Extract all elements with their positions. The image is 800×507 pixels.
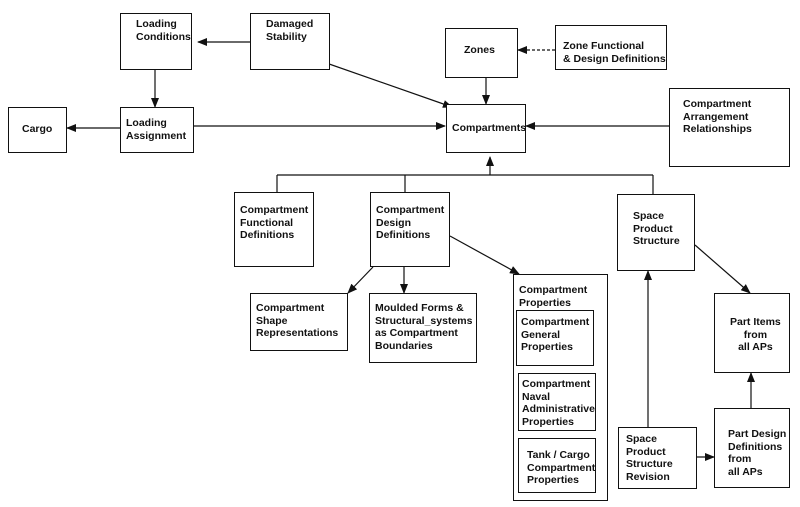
node-compartment-properties-label: Compartment Properties [519, 284, 588, 309]
node-space-product-revision-label: Space Product Structure Revision [626, 433, 673, 483]
node-compartment-shape-box [250, 293, 348, 351]
node-compartments-label: Compartments [452, 122, 527, 134]
node-compartment-design-box [370, 192, 450, 267]
node-zones-label: Zones [464, 44, 495, 56]
node-loading-assignment-box [120, 107, 194, 153]
node-zone-functional-box [555, 25, 667, 70]
arrow-design-to-properties [449, 235, 520, 275]
node-compartments-box [446, 104, 526, 153]
node-damaged-stability-box [250, 13, 330, 70]
node-loading-conditions-box [120, 13, 192, 70]
node-naval-admin-properties-box [518, 373, 596, 431]
node-part-items-label: Part Items from all APs [730, 316, 781, 353]
node-compartment-design-label: Compartment Design Definitions [376, 204, 445, 241]
node-compartment-arrangement-label: Compartment Arrangement Relationships [683, 98, 752, 135]
node-loading-assignment-label: Loading Assignment [126, 117, 187, 142]
node-part-items-box [714, 293, 790, 373]
node-zone-functional-label: Zone Functional & Design Definitions [563, 40, 666, 65]
node-cargo-label: Cargo [22, 123, 53, 135]
node-compartment-arrangement-box [669, 88, 790, 167]
node-tank-cargo-properties-label: Tank / Cargo Compartment Properties [527, 449, 596, 486]
node-cargo-box [8, 107, 67, 153]
node-part-design-definitions-label: Part Design Definitions from all APs [728, 428, 787, 478]
node-compartment-functional-label: Compartment Functional Definitions [240, 204, 309, 241]
node-loading-conditions-label: Loading Conditions [136, 18, 191, 43]
node-zones-box [445, 28, 518, 78]
node-space-product-structure-label: Space Product Structure [633, 210, 680, 247]
arrow-damaged-to-compartments [311, 57, 453, 108]
node-part-design-definitions-box [714, 408, 790, 488]
node-naval-admin-properties-label: Compartment Naval Administrative Propert… [522, 378, 595, 428]
node-general-properties-box [516, 310, 594, 366]
node-moulded-forms-box [369, 293, 477, 363]
node-space-product-revision-box [618, 427, 697, 489]
node-space-product-structure-box [617, 194, 695, 271]
node-general-properties-label: Compartment General Properties [521, 316, 590, 353]
node-tank-cargo-properties-box [518, 438, 596, 493]
node-moulded-forms-label: Moulded Forms & Structural_systems as Co… [375, 302, 473, 352]
node-compartment-functional-box [234, 192, 314, 267]
node-damaged-stability-label: Damaged Stability [266, 18, 314, 43]
arrow-design-to-shape [347, 266, 374, 294]
node-compartment-shape-label: Compartment Shape Representations [256, 302, 339, 339]
arrow-space-to-part-items [694, 244, 751, 294]
